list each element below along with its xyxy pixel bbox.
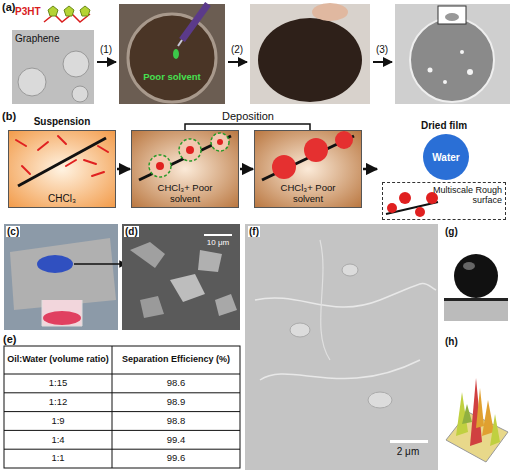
step-number: (1)	[96, 44, 116, 55]
panel-label: (b)	[1, 110, 17, 122]
table-cell: 98.8	[112, 412, 240, 431]
rough-surface	[386, 192, 438, 217]
stage-label: Deposition	[208, 110, 288, 122]
box-text: Water	[432, 152, 459, 163]
box-heading: Suspension	[9, 116, 115, 127]
table-cell: 99.4	[112, 430, 240, 449]
deposition-bg	[254, 130, 362, 208]
deposition-box: CHCl₃+ Poor solvent	[254, 130, 362, 208]
dish-photo	[119, 4, 225, 104]
water-droplet: Water	[423, 134, 469, 180]
p3ht-chains	[16, 136, 108, 176]
step-arrow	[228, 61, 247, 63]
panel-label: (a)	[1, 1, 16, 13]
suspension-box: SuspensionCHCl₃	[8, 130, 116, 208]
table-grid	[4, 346, 240, 468]
deposition-bg	[131, 130, 239, 208]
floating-film-photo	[395, 4, 510, 104]
box-text: CHCl₃+ Poor solvent	[272, 183, 344, 204]
table-cell: 1:9	[4, 412, 112, 431]
box-text: Dried film	[421, 120, 467, 131]
panel-label: (g)	[444, 226, 459, 237]
table-header: Oil:Water (volume ratio)	[4, 346, 112, 374]
box-text: Multiscale Rough surface	[432, 186, 502, 206]
dried-film-panel: Dried filmWaterMultiscale Rough surface	[378, 118, 510, 222]
panel-label: (e)	[2, 333, 17, 345]
droplet-photo	[442, 224, 510, 330]
process-arrow	[363, 168, 377, 171]
deposition-box: CHCl₃+ Poor solvent	[131, 130, 239, 208]
p3ht-structure	[12, 2, 94, 30]
scale-label: 10 μm	[198, 239, 238, 248]
box-text: CHCl₃	[48, 193, 76, 204]
panel-label: (c)	[6, 226, 20, 237]
sem-image-d	[122, 224, 240, 330]
step-arrow	[373, 61, 392, 63]
step-number: (3)	[372, 44, 392, 55]
graphene-sheet	[18, 136, 354, 186]
film-photo-c	[4, 224, 118, 330]
table-cell: 1:4	[4, 430, 112, 449]
table-cell: 98.9	[112, 393, 240, 412]
afm-surface	[442, 334, 510, 470]
graphene-image	[12, 30, 94, 104]
panel-label: (f)	[248, 226, 260, 237]
box-text: CHCl₃+ Poor solvent	[149, 183, 221, 204]
suspension-bg	[8, 130, 116, 208]
pointer-arrow	[74, 263, 126, 265]
material-label: Graphene	[15, 33, 59, 44]
table-header: Separation Efficiency (%)	[112, 346, 240, 374]
sem-image-f	[245, 224, 438, 470]
step-number: (2)	[227, 44, 247, 55]
process-arrow	[240, 168, 253, 171]
rough-surface-box: Multiscale Rough surface	[382, 182, 506, 220]
film-photo	[250, 3, 370, 104]
process-arrow	[117, 168, 130, 171]
table-cell: 98.6	[112, 374, 240, 393]
table-cell: 1:1	[4, 449, 112, 468]
solvent-label: Poor solvent	[137, 72, 207, 82]
panel-label: (h)	[444, 336, 459, 347]
table-cell: 1:15	[4, 374, 112, 393]
table-cell: 99.6	[112, 449, 240, 468]
step-arrow	[97, 61, 116, 63]
aggregates	[149, 131, 353, 179]
panel-label: (d)	[124, 226, 139, 237]
table-cell: 1:12	[4, 393, 112, 412]
scale-label: 2 μm	[386, 446, 430, 457]
chem-label: P3HT	[15, 6, 41, 17]
